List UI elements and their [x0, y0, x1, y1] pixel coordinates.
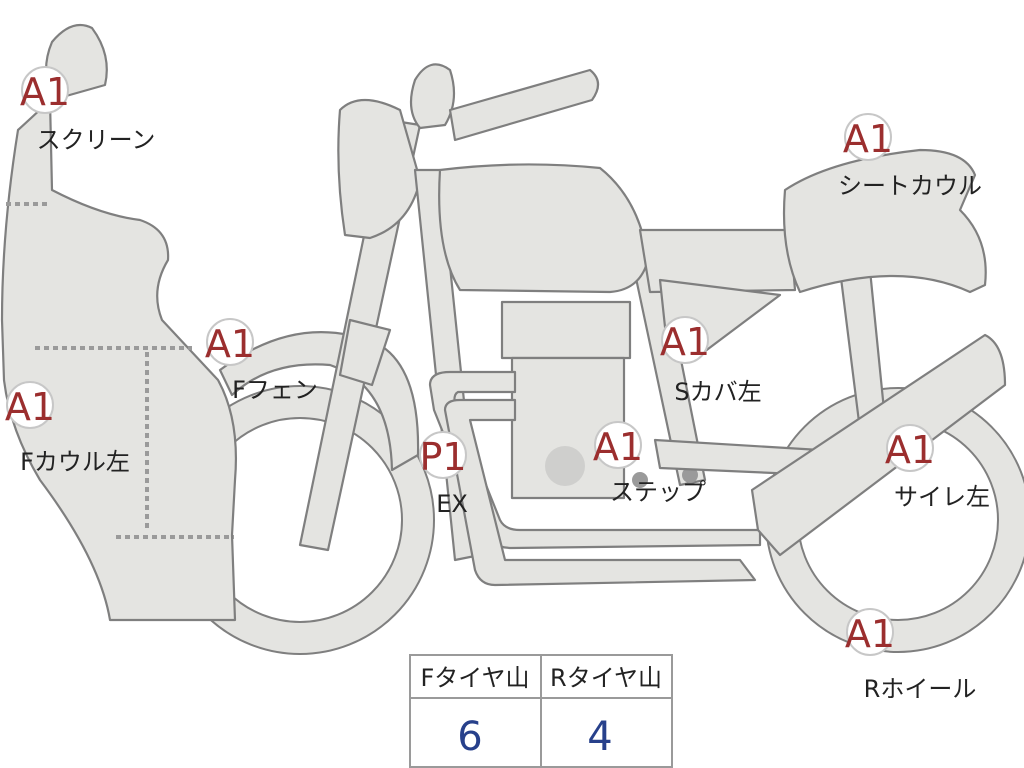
front-cowl-shape	[0, 98, 238, 622]
badge-code-exhaust: P1	[419, 435, 466, 479]
label-seat-cowl: シートカウル	[838, 172, 982, 200]
label-exhaust: EX	[436, 490, 468, 518]
headlight	[337, 99, 422, 240]
badge-code-seat-cowl: A1	[843, 117, 893, 161]
badge-side-cover	[661, 316, 709, 364]
badge-code-screen: A1	[20, 70, 70, 114]
handlebar	[409, 63, 456, 130]
label-step: ステップ	[610, 478, 706, 506]
seat-cowl-shape	[782, 148, 987, 294]
badge-front-fender	[206, 318, 254, 366]
exhaust-pipe-lower	[443, 398, 757, 587]
label-side-cover: Sカバ左	[674, 378, 761, 406]
badge-step	[594, 421, 642, 469]
handle-arm	[448, 68, 600, 142]
label-front-cowl: Fカウル左	[20, 448, 130, 476]
label-front-fender: Fフェン	[232, 376, 318, 404]
fuel-tank	[438, 163, 650, 294]
badge-code-rear-wheel: A1	[845, 612, 895, 656]
badge-code-side-cover: A1	[660, 320, 710, 364]
badge-code-front-fender: A1	[205, 322, 255, 366]
label-rear-wheel: Rホイール	[864, 675, 977, 703]
label-silencer: サイレ左	[894, 483, 990, 511]
badge-code-front-cowl: A1	[5, 385, 55, 429]
table-value-rear-tire: 4	[587, 714, 612, 760]
badge-code-silencer: A1	[885, 428, 935, 472]
badge-code-step: A1	[593, 425, 643, 469]
seat	[638, 228, 797, 294]
badge-screen	[21, 66, 69, 114]
table-header-front-tire: Fタイヤ山	[420, 664, 529, 692]
fork-bracket	[338, 318, 392, 387]
table-value-front-tire: 6	[457, 714, 482, 760]
silencer	[750, 333, 1007, 557]
tire-tread-table: Fタイヤ山 Rタイヤ山 6 4	[409, 654, 673, 768]
badge-exhaust	[419, 431, 467, 479]
badge-silencer	[886, 424, 934, 472]
badge-rear-wheel	[846, 608, 894, 656]
table-header-rear-tire: Rタイヤ山	[550, 664, 662, 692]
label-screen: スクリーン	[37, 126, 156, 154]
badge-seat-cowl	[844, 113, 892, 161]
badge-front-cowl	[6, 381, 54, 429]
